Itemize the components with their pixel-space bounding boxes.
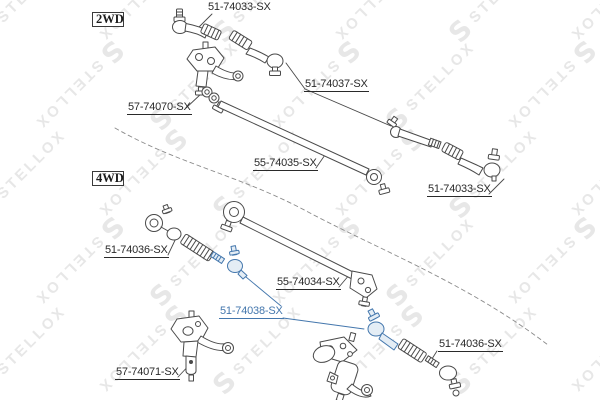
tie-rod-assembly-drawing-4wd-left — [145, 204, 215, 262]
idler-arm-drawing-4wd — [170, 310, 234, 382]
part-label-idler-arm-2wd: 57-74070-SX — [127, 101, 192, 115]
tie-rod-end-drawing-2wd-top — [172, 8, 222, 41]
inner-tie-rod-drawing-4wd-highlighted-right — [367, 308, 399, 351]
part-label-inner-tie-rod-4wd-highlighted: 51-74038-SX — [219, 305, 284, 319]
drag-link-end-drawing-2wd — [228, 30, 284, 76]
section-label-2wd: 2WD — [92, 12, 124, 27]
section-divider-dashed-line — [114, 127, 549, 346]
part-label-drag-link-end-2wd: 51-74037-SX — [304, 78, 369, 92]
tie-rod-end-drawing-4wd-right — [424, 355, 462, 397]
bushing-sleeve-drawing-4wd — [397, 338, 427, 363]
steering-gear-drawing-4wd — [312, 331, 373, 400]
idler-arm-drawing-2wd — [186, 41, 244, 96]
center-link-drawing-2wd — [201, 86, 391, 195]
part-label-tie-rod-end-2wd-top: 51-74033-SX — [208, 1, 271, 13]
section-label-4wd: 4WD — [92, 171, 124, 186]
part-label-center-link-2wd: 55-74035-SX — [253, 157, 318, 171]
inner-tie-rod-drawing-4wd-highlighted-left — [210, 245, 248, 280]
part-label-center-link-4wd: 55-74034-SX — [276, 276, 341, 290]
center-link-drawing-4wd — [220, 201, 378, 307]
highlight-leader-lines — [245, 276, 365, 330]
part-label-tie-rod-4wd-left: 51-74036-SX — [104, 244, 169, 258]
rod-end-drawing-2wd-middle — [386, 115, 442, 150]
part-label-tie-rod-end-2wd-right: 51-74033-SX — [427, 183, 492, 197]
tie-rod-end-drawing-2wd-right — [441, 142, 501, 182]
part-label-idler-arm-4wd: 57-74071-SX — [115, 366, 180, 380]
part-label-tie-rod-end-4wd-right: 51-74036-SX — [438, 338, 503, 352]
